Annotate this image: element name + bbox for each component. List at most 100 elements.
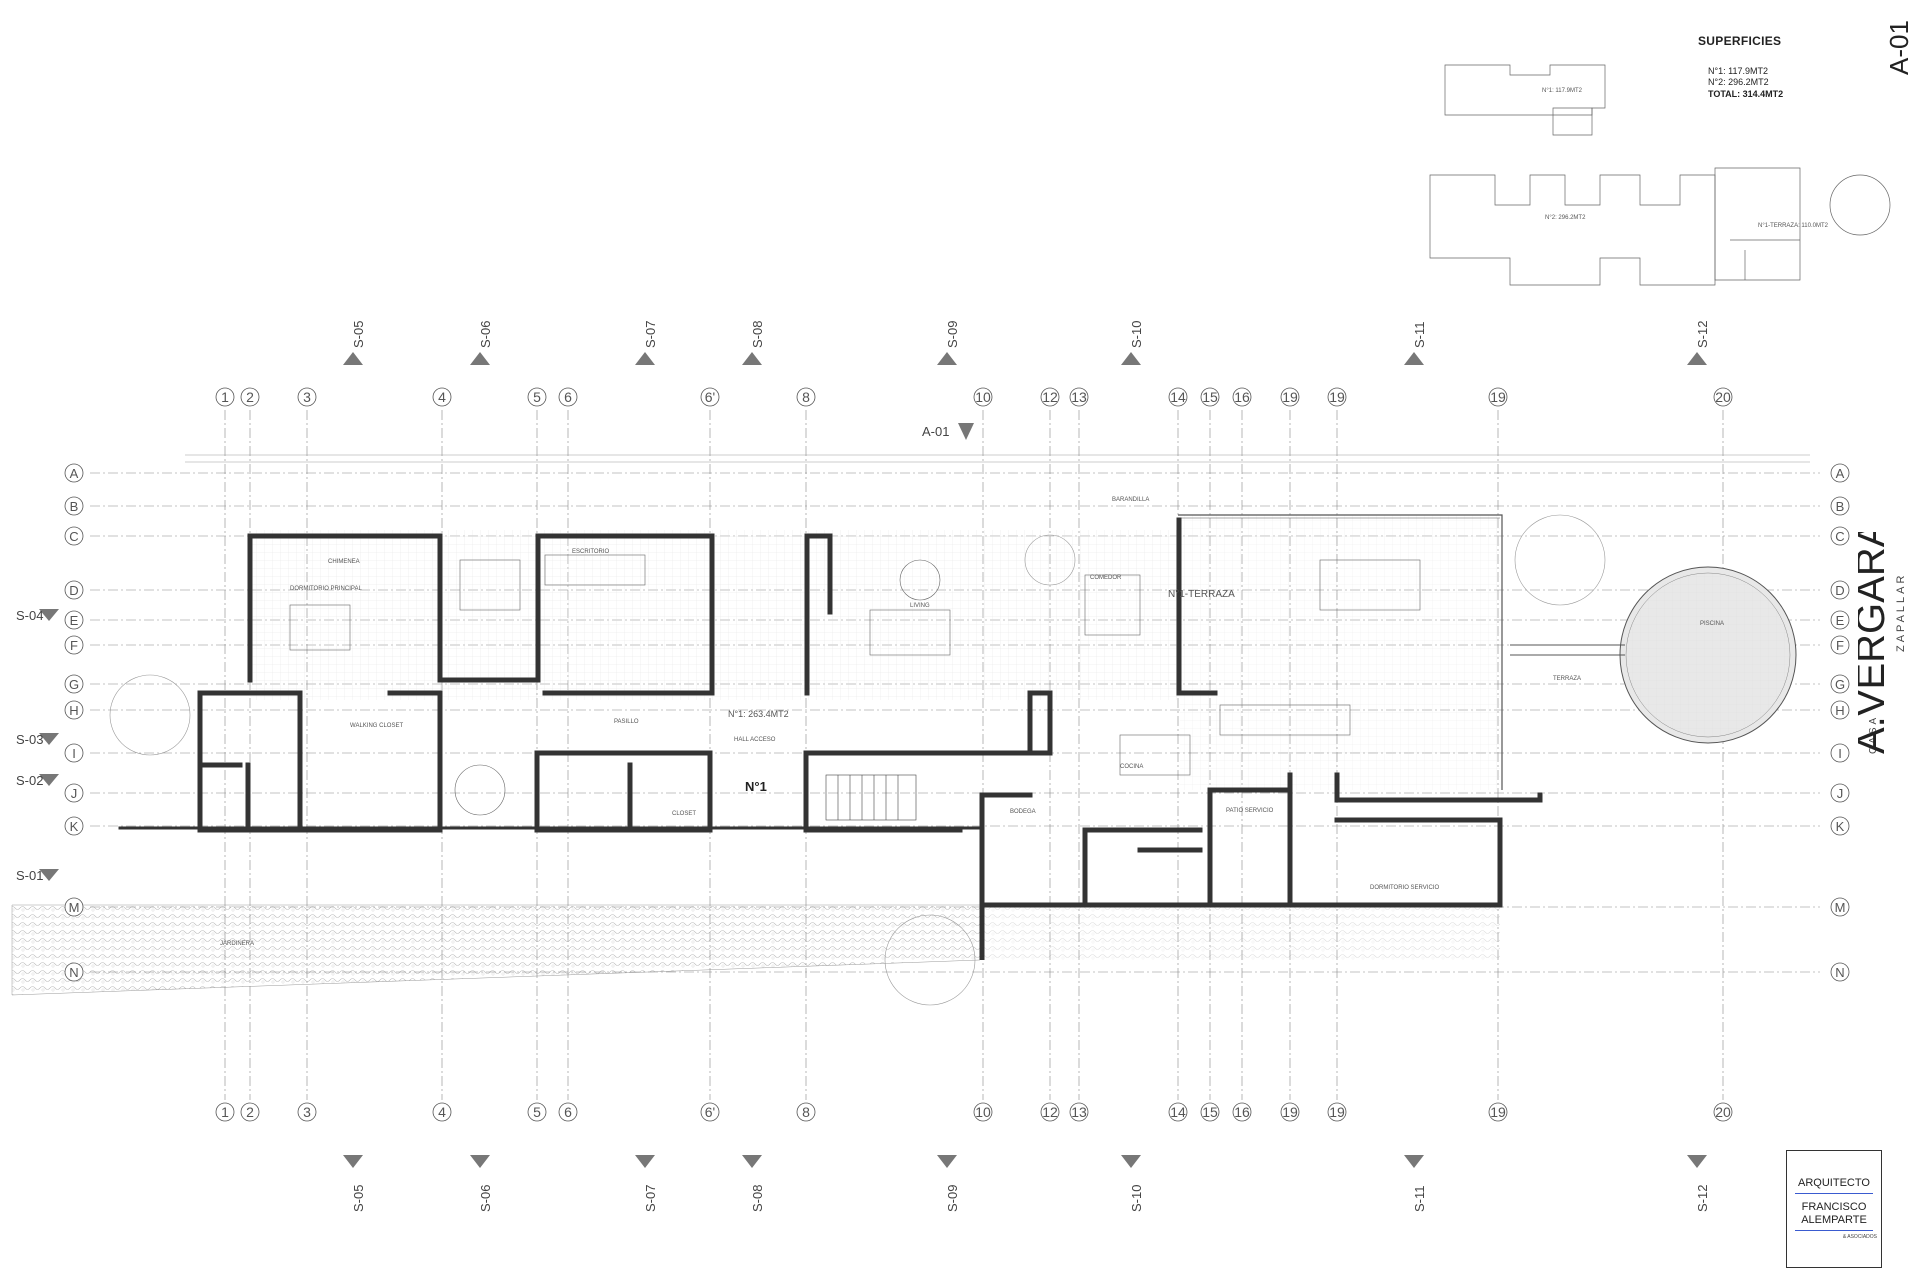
column-markers-top: 1 2 3 4 5 6 6' 8 10 12 13 14 15 16 19 19… [215,387,1733,407]
svg-text:S-11: S-11 [1412,1186,1427,1213]
svg-text:PASILLO: PASILLO [614,719,639,725]
svg-text:D: D [1835,583,1844,598]
svg-text:COCINA: COCINA [1120,764,1143,770]
svg-text:M: M [69,900,80,915]
svg-text:C: C [69,529,78,544]
row-markers: A B C D E F G H I J K M N A B C D E F G … [64,463,1850,982]
svg-text:S-07: S-07 [643,1185,658,1212]
svg-text:16: 16 [1234,1104,1250,1120]
svg-text:A: A [70,466,79,481]
svg-text:S-12: S-12 [1695,321,1710,348]
svg-text:1: 1 [221,1104,229,1120]
svg-text:HALL ACCESO: HALL ACCESO [734,737,776,743]
svg-text:N: N [69,965,78,980]
svg-text:6': 6' [705,389,715,405]
title-block-line-3: ALEMPARTE [1801,1214,1867,1226]
svg-text:S-07: S-07 [643,321,658,348]
svg-text:19: 19 [1282,1104,1298,1120]
svg-text:S-10: S-10 [1129,1185,1144,1212]
superficies-line-2: N°2: 296.2MT2 [1708,77,1769,87]
svg-text:S-12: S-12 [1695,1185,1710,1212]
section-labels-top: S-05 S-06 S-07 S-08 S-09 S-10 S-11 S-12 [351,321,1710,348]
svg-text:G: G [69,677,79,692]
section-labels-bottom: S-05 S-06 S-07 S-08 S-09 S-10 S-11 S-12 [351,1185,1710,1212]
svg-text:CLOSET: CLOSET [672,811,696,817]
svg-text:D: D [69,583,78,598]
superficies-title: SUPERFICIES [1698,34,1782,48]
svg-text:ESCRITORIO: ESCRITORIO [572,549,610,555]
svg-text:2: 2 [246,389,254,405]
svg-text:S-06: S-06 [478,1185,493,1212]
superficies-total: TOTAL: 314.4MT2 [1708,89,1784,99]
svg-text:6: 6 [564,389,572,405]
title-block-rule [1795,1193,1873,1194]
room-labels: N°1 N°1: 263.4MT2 N°1-TERRAZA LIVING COM… [220,497,1724,947]
svg-text:K: K [1836,819,1845,834]
trees [109,514,1606,1006]
svg-text:N°1: 263.4MT2: N°1: 263.4MT2 [728,709,789,719]
title-block-sub: & ASOCIADOS [1842,1234,1877,1240]
svg-text:WALKING CLOSET: WALKING CLOSET [350,723,403,729]
svg-text:3: 3 [303,1104,311,1120]
superficies-diagram-2 [1429,167,1891,286]
pool [1510,566,1797,744]
svg-text:BARANDILLA: BARANDILLA [1112,497,1149,503]
svg-text:PATIO SERVICIO: PATIO SERVICIO [1226,808,1274,814]
elevation-mark [958,423,974,440]
svg-text:ZAPALLAR: ZAPALLAR [1895,573,1907,652]
diagram2-terrace-label: N°1-TERRAZA: 110.0MT2 [1758,223,1829,229]
svg-text:PISCINA: PISCINA [1700,621,1724,627]
svg-text:15: 15 [1202,1104,1218,1120]
svg-text:16: 16 [1234,389,1250,405]
svg-text:6: 6 [564,1104,572,1120]
svg-text:J: J [71,786,78,801]
svg-text:14: 14 [1170,1104,1186,1120]
section-marks-left [39,609,59,881]
svg-text:12: 12 [1042,1104,1058,1120]
svg-text:20: 20 [1715,389,1731,405]
svg-text:B: B [1836,499,1845,514]
svg-text:JARDINERA: JARDINERA [220,941,254,947]
svg-text:COMEDOR: COMEDOR [1090,575,1122,581]
svg-text:G: G [1835,677,1845,692]
svg-text:S-09: S-09 [945,321,960,348]
svg-text:8: 8 [802,389,810,405]
svg-text:8: 8 [802,1104,810,1120]
svg-text:S-05: S-05 [351,321,366,348]
svg-text:DORMITORIO PRINCIPAL: DORMITORIO PRINCIPAL [290,586,362,592]
svg-text:E: E [1836,613,1845,628]
svg-text:F: F [70,638,78,653]
svg-text:5: 5 [533,1104,541,1120]
svg-text:TERRAZA: TERRAZA [1553,676,1581,682]
svg-text:14: 14 [1170,389,1186,405]
elevation-label: A-01 [922,424,949,439]
svg-text:F: F [1836,638,1844,653]
svg-text:S-04: S-04 [16,608,43,623]
svg-text:S-01: S-01 [16,868,43,883]
superficies-diagram-1 [1444,64,1606,136]
svg-text:S-08: S-08 [750,321,765,348]
svg-text:20: 20 [1715,1104,1731,1120]
section-labels-left: S-04 S-03 S-02 S-01 [16,608,43,883]
svg-text:15: 15 [1202,389,1218,405]
client-title: CASA A.VERGARA ZAPALLAR [1858,532,1907,754]
svg-text:4: 4 [438,1104,446,1120]
stairs [825,774,917,821]
architect-title-block: ARQUITECTO FRANCISCO ALEMPARTE & ASOCIAD… [1786,1150,1882,1268]
title-block-line-1: ARQUITECTO [1798,1177,1870,1189]
svg-text:A-01: A-01 [1884,20,1914,75]
section-marks-bottom [343,1155,1707,1168]
diagram1-label: N°1: 117.9MT2 [1542,88,1583,94]
svg-text:S-02: S-02 [16,773,43,788]
svg-text:13: 13 [1071,1104,1087,1120]
diagram2-label: N°2: 296.2MT2 [1545,215,1586,221]
svg-text:A.VERGARA: A.VERGARA [1858,532,1893,754]
svg-text:19: 19 [1282,389,1298,405]
svg-text:19: 19 [1329,389,1345,405]
svg-text:J: J [1837,786,1844,801]
svg-text:M: M [1835,900,1846,915]
terrace-outline [1178,514,1503,790]
svg-text:N°1: N°1 [745,779,767,794]
svg-text:12: 12 [1042,389,1058,405]
